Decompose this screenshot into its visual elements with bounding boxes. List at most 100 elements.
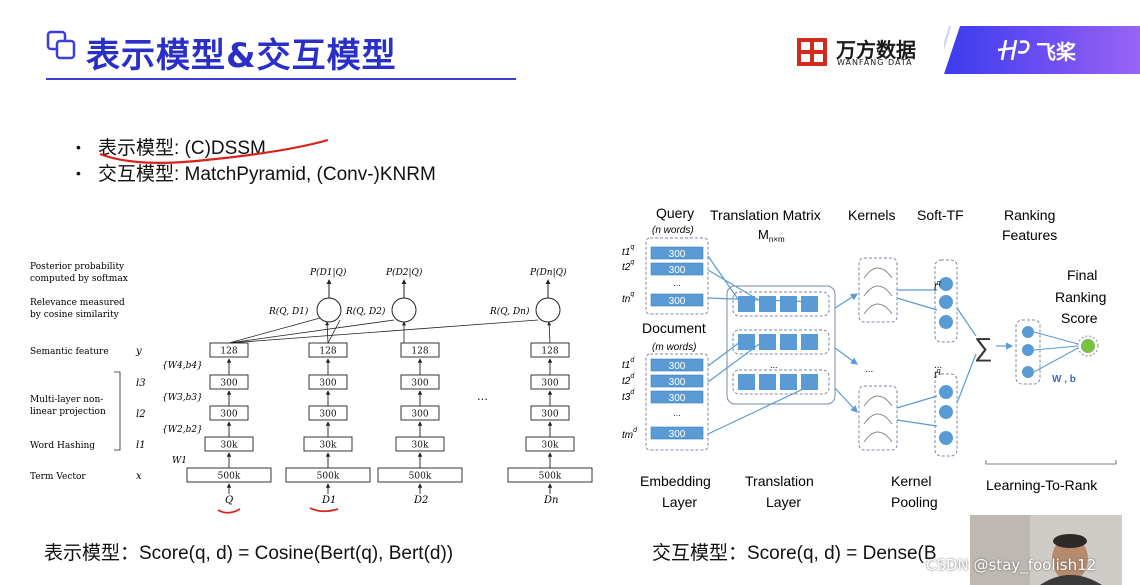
embedding-cell-value: 300 — [669, 296, 686, 307]
paddle-label: 飞桨 — [1036, 40, 1077, 64]
red-pen-underline-q — [217, 508, 241, 514]
label-p-d2: P(D2|Q) — [385, 267, 423, 278]
symbol-l1: l1 — [136, 440, 146, 451]
matrix-cell — [780, 334, 797, 350]
formula-representation: 表示模型：Score(q, d) = Cosine(Bert(q), Bert(… — [44, 543, 454, 564]
kernel-curve — [863, 285, 893, 297]
bottom-translation-2: Layer — [766, 494, 801, 510]
dssm-layer-value: 128 — [541, 347, 558, 357]
embedding-cell-value: 300 — [669, 393, 686, 404]
dssm-layer-box — [530, 374, 570, 390]
dssm-layer-value: 300 — [411, 410, 428, 420]
softtf-node — [939, 385, 953, 399]
matrix-row — [732, 329, 830, 355]
matrix-cell — [780, 374, 797, 390]
kernel-curve — [863, 267, 893, 279]
weight-w4b4: {W4,b4} — [162, 361, 203, 371]
embedding-cell — [650, 390, 704, 404]
softtf-group — [934, 259, 958, 343]
query-term-1: t1q — [622, 244, 634, 258]
dssm-layer-value: 300 — [541, 379, 558, 389]
bullet-representation-models: •表示模型: (C)DSSM — [76, 138, 266, 159]
dssm-layer-value: 30k — [221, 441, 238, 451]
column-label-d2: D2 — [413, 495, 428, 506]
heading-score: Score — [1061, 310, 1098, 326]
sum-symbol: ∑ — [974, 332, 993, 362]
dssm-layer-box — [209, 374, 249, 390]
bottom-translation-1: Translation — [745, 473, 814, 489]
label-word-hashing: Word Hashing — [30, 441, 95, 451]
paddle-logo-banner: 飞桨 — [935, 25, 1140, 75]
red-pen-underline-d1 — [309, 507, 339, 513]
embedding-cell — [650, 262, 704, 276]
dssm-layer-value: 300 — [319, 410, 336, 420]
dssm-ellipsis: … — [477, 390, 488, 403]
softtf-label-bottom: tq — [934, 368, 941, 381]
formula-interaction: 交互模型：Score(q, d) = Dense(B — [652, 543, 937, 564]
dssm-layer-value: 30k — [412, 441, 429, 451]
doc-term-m: tmd — [622, 427, 638, 441]
label-relevance-2: by cosine similarity — [30, 310, 120, 320]
embedding-cell-value: 300 — [669, 265, 686, 276]
matrix-cell — [738, 334, 755, 350]
heading-ranking-2: Ranking — [1055, 289, 1106, 305]
dssm-layer-box — [285, 467, 371, 483]
dssm-layer-value: 300 — [411, 379, 428, 389]
column-label-d1: D1 — [321, 495, 336, 506]
matrix-cell — [738, 374, 755, 390]
heading-document: Document — [642, 320, 706, 336]
heading-kernels: Kernels — [848, 207, 895, 223]
dssm-layer-box — [308, 405, 348, 421]
kernel-curve — [863, 303, 893, 315]
embedding-cell — [650, 358, 704, 372]
bottom-embedding-2: Layer — [662, 494, 697, 510]
heading-soft-tf: Soft-TF — [917, 207, 964, 223]
label-r-dn: R(Q, Dn) — [489, 306, 530, 317]
embedding-cell — [650, 374, 704, 388]
wanfang-name-en: WANFANG DATA — [837, 58, 913, 67]
kernel-curve — [863, 395, 893, 407]
doc-dots: ... — [673, 408, 681, 418]
doc-term-3: t3d — [622, 389, 635, 403]
kernel-dots: ... — [865, 364, 873, 375]
bullet-text: 表示模型: (C)DSSM — [98, 138, 266, 159]
query-term-2: t2q — [622, 259, 634, 273]
softtf-node — [939, 431, 953, 445]
embedding-cell-value: 300 — [669, 377, 686, 388]
bullet-interaction-models: •交互模型: MatchPyramid, (Conv-)KNRM — [76, 164, 436, 185]
softtf-node — [939, 277, 953, 291]
matrix-cell — [801, 374, 818, 390]
softtf-group — [934, 373, 958, 457]
matrix-cell — [780, 296, 797, 312]
label-p-d1: P(D1|Q) — [309, 267, 347, 278]
dssm-layer-box — [400, 342, 440, 358]
knrm-architecture-diagram: Query (n words) Translation Matrix Mn×m … — [622, 205, 1117, 510]
dssm-layer-value: 128 — [411, 347, 428, 357]
bottom-embedding-1: Embedding — [640, 473, 711, 489]
query-term-n: tnq — [622, 291, 634, 305]
column-label-dn: Dn — [543, 495, 558, 506]
title-icon — [46, 30, 76, 60]
bottom-ltr: Learning-To-Rank — [986, 477, 1098, 493]
dssm-architecture-diagram: Posterior probability computed by softma… — [30, 262, 593, 514]
heading-query-sub: (n words) — [652, 225, 694, 236]
dssm-layer-value: 300 — [220, 379, 237, 389]
label-posterior-2: computed by softmax — [30, 274, 128, 284]
kernel-group — [858, 385, 898, 451]
dssm-layer-box — [377, 467, 463, 483]
dssm-layer-box — [308, 374, 348, 390]
softtf-node — [939, 295, 953, 309]
dssm-layer-value: 30k — [320, 441, 337, 451]
matrix-row — [732, 291, 830, 317]
matrix-cell — [801, 296, 818, 312]
embedding-cell — [650, 293, 704, 307]
heading-matrix-symbol: Mn×m — [758, 227, 785, 244]
weight-w1: W1 — [172, 456, 187, 466]
weight-w3b3: {W3,b3} — [162, 393, 203, 403]
matrix-cell — [801, 334, 818, 350]
slide-title: 表示模型&交互模型 — [86, 36, 397, 76]
title-underline — [46, 78, 516, 80]
symbol-x: x — [136, 471, 142, 482]
doc-term-1: t1d — [622, 357, 635, 371]
heading-ranking: Ranking — [1004, 207, 1055, 223]
